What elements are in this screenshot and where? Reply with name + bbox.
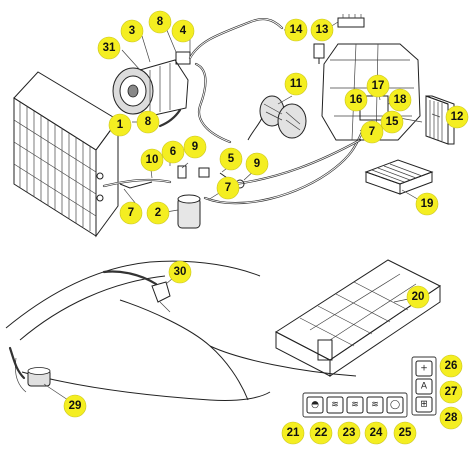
compressor [112,51,191,117]
svg-text:28: 28 [445,412,458,424]
svg-text:1: 1 [117,119,124,131]
callout-15: 15 [380,110,404,134]
callout-8-top: 8 [148,10,172,34]
svg-text:18: 18 [394,94,407,106]
svg-text:25: 25 [399,427,412,439]
button-column-26-28: + A ⊞ [411,356,437,416]
btn28-symbol: ⊞ [420,400,428,410]
svg-text:11: 11 [290,78,303,90]
btn25-symbol: ◯ [390,400,400,410]
callout-24: 24 [364,421,388,445]
svg-text:7: 7 [225,182,231,194]
svg-text:21: 21 [287,427,300,439]
blower-motor [247,95,307,141]
svg-text:13: 13 [316,24,329,36]
svg-text:19: 19 [421,198,434,210]
callout-31: 31 [97,36,121,60]
svg-text:4: 4 [180,25,187,37]
callout-7-right: 7 [360,120,384,144]
callout-13: 13 [310,18,334,42]
btn21-symbol: ◓ [311,400,319,410]
svg-text:3: 3 [129,25,135,37]
button-panel-21-25: ◓ ≋ ≋ ≋ ◯ [302,392,408,418]
svg-text:15: 15 [386,116,399,128]
btn26-symbol: + [420,364,428,374]
callout-21: 21 [281,421,305,445]
callout-26: 26 [439,354,463,378]
receiver-drier [177,194,201,229]
svg-text:9: 9 [192,141,198,153]
callout-8-bottom: 8 [136,110,160,134]
svg-text:7: 7 [128,207,134,219]
callout-28: 28 [439,406,463,430]
callout-2: 2 [146,201,170,225]
callout-29: 29 [63,394,87,418]
pollen-filter [364,159,434,195]
svg-text:2: 2 [155,207,161,219]
svg-text:9: 9 [254,158,260,170]
svg-text:31: 31 [103,42,116,54]
callout-20: 20 [406,285,430,309]
btn23-symbol: ≋ [351,400,359,410]
btn24-symbol: ≋ [371,400,379,410]
svg-text:27: 27 [445,386,458,398]
svg-text:8: 8 [145,116,152,128]
expansion-valve [313,43,325,64]
callout-18: 18 [388,88,412,112]
btn27-symbol: A [421,382,428,392]
cabin-filter [425,95,455,145]
svg-text:6: 6 [170,146,176,158]
callout-9-left: 9 [183,135,207,159]
callout-10: 10 [140,148,164,172]
callout-1: 1 [108,113,132,137]
callout-14: 14 [284,18,308,42]
svg-text:20: 20 [412,291,425,303]
switch-connector [337,14,365,28]
callout-4: 4 [171,19,195,43]
callout-6: 6 [161,140,185,164]
callout-5: 5 [219,147,243,171]
svg-text:24: 24 [370,427,383,439]
callout-9-right: 9 [245,152,269,176]
callout-22: 22 [309,421,333,445]
svg-text:8: 8 [157,16,164,28]
refrigerant-lines [102,17,364,205]
callout-30: 30 [168,260,192,284]
callout-11: 11 [284,72,308,96]
washer-reservoir [27,367,51,387]
svg-text:22: 22 [315,427,328,439]
svg-text:29: 29 [69,400,82,412]
callout-3: 3 [120,19,144,43]
condenser [13,71,119,238]
svg-text:30: 30 [174,266,187,278]
callout-7-left: 7 [119,201,143,225]
callout-25: 25 [393,421,417,445]
svg-text:7: 7 [369,126,375,138]
climate-control-unit [275,259,441,377]
svg-text:14: 14 [290,24,303,36]
callout-19: 19 [415,192,439,216]
callout-27: 27 [439,380,463,404]
svg-text:10: 10 [146,154,159,166]
btn22-symbol: ≋ [331,400,339,410]
callout-16: 16 [344,88,368,112]
svg-text:17: 17 [372,80,385,92]
callout-7-center: 7 [216,176,240,200]
callout-12: 12 [445,105,469,129]
svg-text:5: 5 [228,153,235,165]
windshield-car-outline [5,260,357,401]
svg-text:23: 23 [343,427,356,439]
sunload-sensor [151,281,171,313]
svg-text:16: 16 [350,94,363,106]
svg-text:12: 12 [451,111,464,123]
svg-text:26: 26 [445,360,458,372]
callout-23: 23 [337,421,361,445]
callout-17: 17 [366,74,390,98]
